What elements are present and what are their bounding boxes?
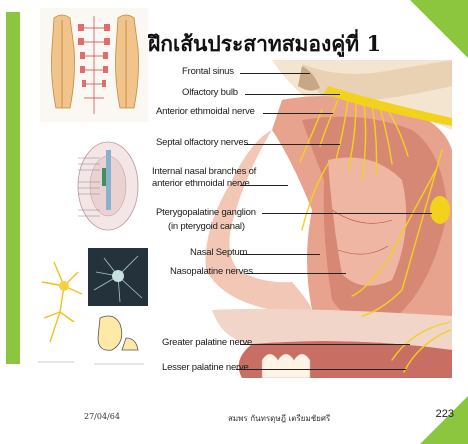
label-internal-nasal-branches: Internal nasal branches of [152,166,256,177]
leader-nasal-septum [240,254,320,255]
label-anterior-ethmoidal-nerve: Anterior ethmoidal nerve [156,106,255,117]
leader-internal-nasal-branches [240,185,288,186]
label-nasopalatine-nerves: Nasopalatine nerves [170,266,253,277]
label-greater-palatine-nerve: Greater palatine nerve [162,337,252,348]
label-internal-nasal-branches-cont: anterior ethmoidal nerve [152,178,250,189]
label-frontal-sinus: Frontal sinus [182,66,234,77]
label-nasal-septum: Nasal Septum [190,247,247,258]
green-corner-bottom [420,396,468,444]
leader-nasopalatine-nerves [246,273,346,274]
page-number: 223 [436,408,454,420]
label-pterygopalatine-ganglion: Pterygopalatine ganglion [156,207,256,218]
footer-date: 27/04/64 [84,412,120,421]
leader-septal-olfactory-nerves [244,144,340,145]
leader-pterygopalatine-ganglion [262,213,432,214]
label-lesser-palatine-nerve: Lesser palatine nerve [162,362,249,373]
slide-title: ฝึกเส้นประสาทสมองคู่ที่ 1 [148,28,381,61]
green-accent-bar [6,12,20,364]
nervous-system-figure [40,8,148,122]
neuron-figure [34,242,154,376]
leader-anterior-ethmoidal-nerve [263,113,333,114]
leader-olfactory-bulb [245,94,340,95]
footer-author: สมพร กันทรดุษฎี เตรียมชัยศรี [228,412,330,425]
label-pterygoid-canal: (in pterygoid canal) [168,221,245,232]
brain-diagram-figure [72,130,150,238]
leader-lesser-palatine-nerve [236,369,406,370]
leader-frontal-sinus [240,73,310,74]
label-olfactory-bulb: Olfactory bulb [182,87,238,98]
leader-greater-palatine-nerve [240,344,410,345]
label-septal-olfactory-nerves: Septal olfactory nerves [156,137,248,148]
green-corner-top [410,0,468,58]
